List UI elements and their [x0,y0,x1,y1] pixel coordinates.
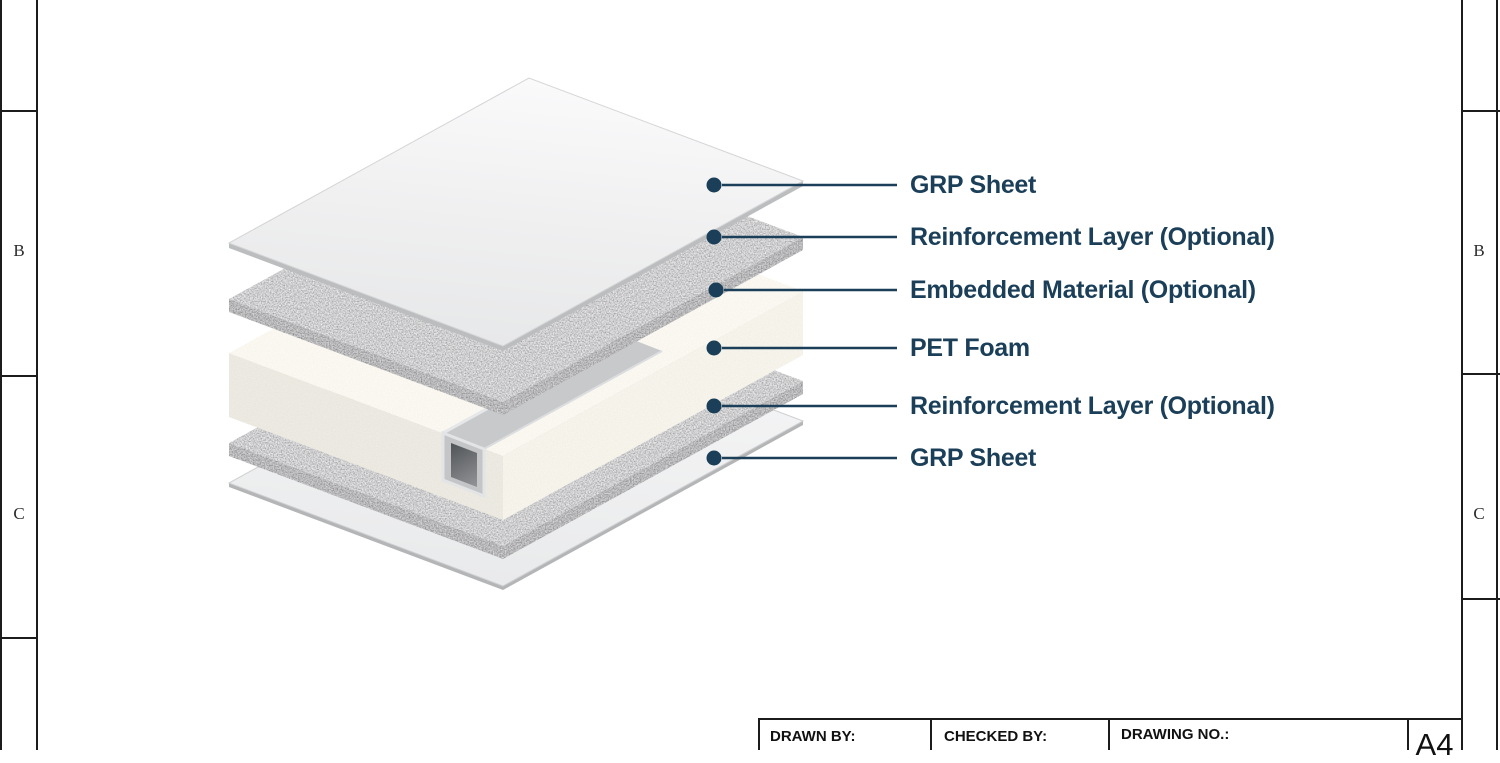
callout-grp-sheet-bottom: GRP Sheet [910,444,1037,472]
frame-left-divider-3 [0,637,38,639]
embedded-tube-cross-section [441,430,486,499]
title-block-divider-3 [1407,718,1409,750]
frame-right-divider-2 [1461,373,1500,375]
channel-strip-face [443,335,662,449]
zone-letter-right-b: B [1473,241,1485,260]
callout-pet-foam: PET Foam [910,334,1030,362]
checked-by-label: CHECKED BY: [944,728,1048,745]
frame-left-divider-1 [0,110,38,112]
zone-letter-left-c: C [13,504,25,523]
title-block-divider-2 [1108,718,1110,750]
leader-dot-reinforcement-top [706,229,722,245]
callout-reinforcement-bottom: Reinforcement Layer (Optional) [910,392,1275,420]
frame-right-divider-1 [1461,110,1500,112]
callout-embedded-material: Embedded Material (Optional) [910,276,1256,304]
frame-right-divider-3 [1461,598,1500,600]
frame-right-inner-line [1461,0,1463,750]
zone-letter-right-c: C [1473,504,1485,523]
drawing-no-label: DRAWING NO.: [1121,726,1230,743]
callout-leaders [706,177,897,466]
grp-sheet-top-face [227,77,805,347]
drawn-by-label: DRAWN BY: [770,728,856,745]
leader-dot-reinforcement-bottom [706,398,722,414]
title-block-top-line [758,718,1463,720]
zone-letter-left-b: B [13,241,25,260]
callout-reinforcement-top: Reinforcement Layer (Optional) [910,223,1275,251]
leader-dot-grp-top [706,177,722,193]
frame-right-outer-line [1496,0,1498,750]
sheet-size-label: A4 [1415,727,1454,762]
pet-foam-left-face [229,353,503,520]
channel-strip-highlight-right [483,350,663,450]
title-block-left-line [758,718,760,750]
title-block-divider-1 [930,718,932,750]
tube-inner-hole [451,443,477,487]
leader-dot-embedded-material [708,282,724,298]
frame-left-divider-2 [0,375,38,377]
leader-dot-grp-bottom [706,450,722,466]
grp-sheet-top-layer [227,77,805,351]
callout-grp-sheet-top: GRP Sheet [910,171,1037,199]
leader-dot-pet-foam [706,340,722,356]
